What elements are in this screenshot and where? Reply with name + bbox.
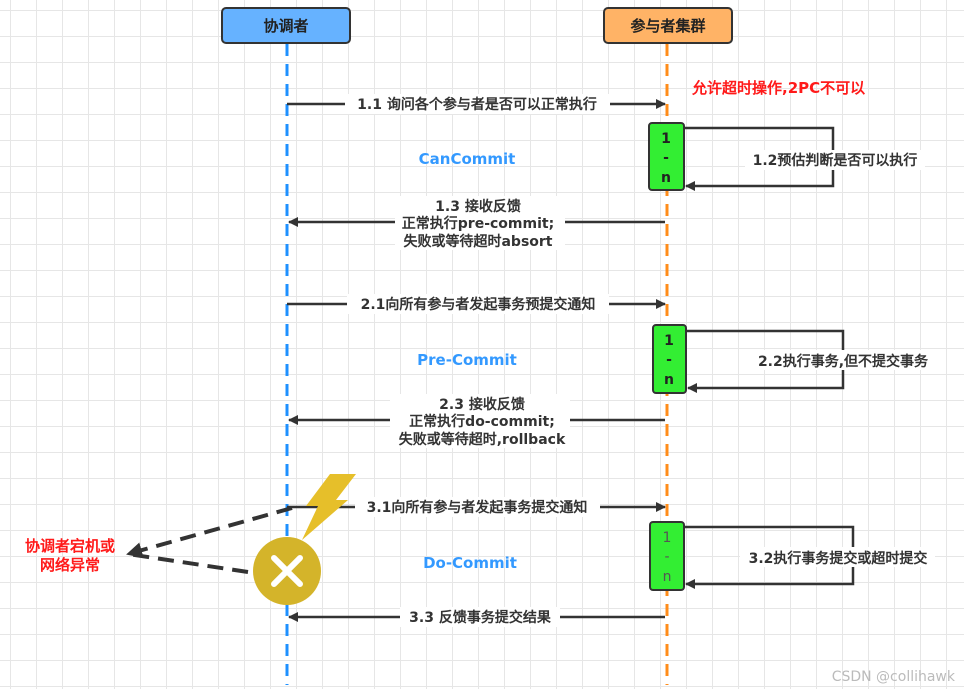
message-3-3: 3.3 反馈事务提交结果 (409, 609, 552, 626)
failure-dashed-arrow-upper (126, 506, 293, 558)
message-1-3-line3: 失败或等待超时absort (403, 233, 552, 250)
svg-text:1: 1 (664, 333, 674, 349)
lightning-icon (302, 474, 356, 540)
message-1-1: 1.1 询问各个参与者是否可以正常执行 (357, 96, 597, 113)
message-2-3-line3: 失败或等待超时,rollback (399, 431, 566, 448)
failure-dashed-arrow-lower (127, 552, 249, 574)
message-3-1: 3.1向所有参与者发起事务提交通知 (367, 499, 588, 516)
phase-pre-commit: Pre-Commit (417, 351, 517, 369)
failure-note-line2: 网络异常 (40, 556, 100, 574)
svg-text:-: - (666, 352, 672, 368)
svg-text:1: 1 (661, 131, 671, 147)
message-1-2: 1.2预估判断是否可以执行 (753, 152, 918, 169)
svg-text:1: 1 (663, 530, 672, 546)
coordinator-box: 协调者 (221, 7, 351, 44)
phase-do-commit: Do-Commit (423, 554, 517, 572)
message-2-1: 2.1向所有参与者发起事务预提交通知 (361, 296, 596, 313)
activation-box-3: 1 - n (649, 521, 685, 591)
svg-text:-: - (663, 150, 669, 166)
svg-text:n: n (664, 372, 674, 388)
cluster-box: 参与者集群 (603, 7, 733, 44)
message-2-3-line1: 2.3 接收反馈 (439, 396, 525, 413)
message-1-3-line2: 正常执行pre-commit; (402, 215, 554, 232)
message-1-3-line1: 1.3 接收反馈 (435, 198, 521, 215)
failure-note-line1: 协调者宕机或 (25, 537, 115, 555)
message-2-2: 2.2执行事务,但不提交事务 (758, 353, 929, 370)
coordinator-label: 协调者 (263, 17, 308, 35)
failure-x-icon (253, 537, 321, 605)
cluster-label: 参与者集群 (630, 17, 705, 35)
phase-can-commit: CanCommit (419, 150, 516, 168)
activation-box-2: 1 - n (652, 324, 687, 394)
message-2-3-line2: 正常执行do-commit; (409, 413, 555, 430)
message-3-2: 3.2执行事务提交或超时提交 (749, 550, 928, 567)
svg-text:-: - (664, 549, 669, 565)
activation-box-1: 1 - n (648, 122, 685, 191)
timeout-note: 允许超时操作,2PC不可以 (691, 79, 865, 97)
svg-text:n: n (661, 170, 671, 186)
svg-text:n: n (663, 569, 672, 585)
watermark: CSDN @collihawk (832, 669, 956, 685)
